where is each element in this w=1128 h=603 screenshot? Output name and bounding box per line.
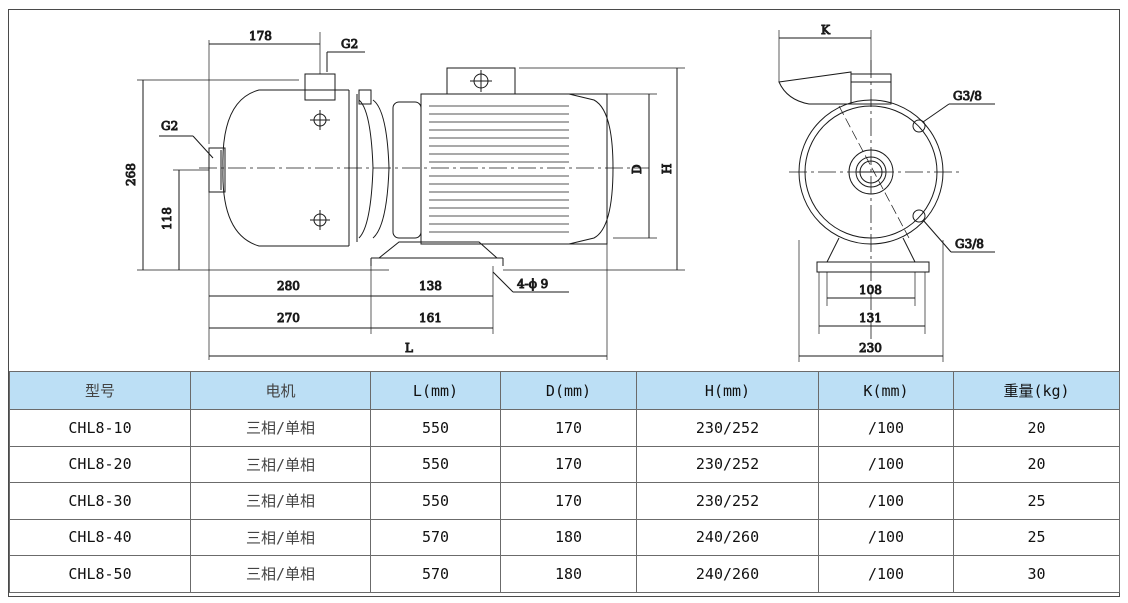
cell-motor: 三相/单相 <box>190 445 371 483</box>
side-view: 178 G2 G2 268 118 <box>124 29 685 360</box>
cell-H: 240/260 <box>636 555 819 593</box>
label-g2-inlet: G2 <box>161 119 178 133</box>
label-g38-top: G3/8 <box>953 89 982 103</box>
cell-weight: 20 <box>953 409 1120 447</box>
front-view: K G3/8 G3/8 108 131 230 <box>778 23 995 362</box>
cell-motor: 三相/单相 <box>190 555 371 593</box>
table-row: CHL8-30 三相/单相 550 170 230/252 /100 25 <box>9 482 1120 520</box>
cell-weight: 25 <box>953 482 1120 520</box>
cell-motor: 三相/单相 <box>190 409 371 447</box>
cell-L: 570 <box>370 518 501 556</box>
dim-178: 178 <box>249 29 272 43</box>
cell-K: /100 <box>818 445 954 483</box>
dim-138: 138 <box>419 279 442 293</box>
cell-H: 230/252 <box>636 409 819 447</box>
dim-118: 118 <box>160 207 174 230</box>
cell-D: 170 <box>500 445 637 483</box>
header-H: H(mm) <box>636 371 819 410</box>
cell-K: /100 <box>818 409 954 447</box>
cell-L: 570 <box>370 555 501 593</box>
cell-weight: 25 <box>953 518 1120 556</box>
header-K: K(mm) <box>818 371 954 410</box>
outlet-port <box>304 73 336 101</box>
cell-weight: 30 <box>953 555 1120 593</box>
table-row: CHL8-10 三相/单相 550 170 230/252 /100 20 <box>9 409 1120 447</box>
cell-motor: 三相/单相 <box>190 518 371 556</box>
header-L: L(mm) <box>370 371 501 410</box>
header-weight: 重量(kg) <box>953 371 1120 410</box>
cell-model: CHL8-40 <box>9 518 191 556</box>
pump-dimension-drawing: 178 G2 G2 268 118 <box>9 10 1119 371</box>
table-row: CHL8-20 三相/单相 550 170 230/252 /100 20 <box>9 445 1120 483</box>
header-model: 型号 <box>9 371 191 410</box>
cell-K: /100 <box>818 482 954 520</box>
label-g2-outlet: G2 <box>341 37 358 51</box>
label-mounting-holes: 4-ϕ 9 <box>517 277 548 291</box>
motor-housing <box>420 93 608 245</box>
terminal-box <box>446 67 516 95</box>
cell-L: 550 <box>370 409 501 447</box>
cell-D: 180 <box>500 555 637 593</box>
dim-230: 230 <box>859 341 882 355</box>
header-motor: 电机 <box>190 371 371 410</box>
dim-108: 108 <box>859 283 882 297</box>
cell-model: CHL8-10 <box>9 409 191 447</box>
dim-K: K <box>821 23 831 37</box>
dim-280: 280 <box>277 279 300 293</box>
cell-H: 230/252 <box>636 445 819 483</box>
table-row: CHL8-50 三相/单相 570 180 240/260 /100 30 <box>9 555 1120 593</box>
cell-H: 240/260 <box>636 518 819 556</box>
cell-L: 550 <box>370 445 501 483</box>
table-header-row: 型号 电机 L(mm) D(mm) H(mm) K(mm) 重量(kg) <box>9 371 1120 410</box>
spec-table: 型号 电机 L(mm) D(mm) H(mm) K(mm) 重量(kg) CHL… <box>9 371 1120 593</box>
cell-D: 170 <box>500 482 637 520</box>
dim-268: 268 <box>124 163 138 186</box>
cell-motor: 三相/单相 <box>190 482 371 520</box>
cell-model: CHL8-20 <box>9 445 191 483</box>
cell-K: /100 <box>818 518 954 556</box>
dim-D: D <box>630 164 644 174</box>
spec-sheet: 178 G2 G2 268 118 <box>8 9 1120 597</box>
cell-model: CHL8-50 <box>9 555 191 593</box>
cell-weight: 20 <box>953 445 1120 483</box>
label-g38-bottom: G3/8 <box>955 237 984 251</box>
dim-161: 161 <box>419 311 442 325</box>
cell-D: 180 <box>500 518 637 556</box>
cell-L: 550 <box>370 482 501 520</box>
dim-H: H <box>660 164 674 174</box>
dim-270: 270 <box>277 311 300 325</box>
cell-model: CHL8-30 <box>9 482 191 520</box>
dim-L: L <box>405 341 413 355</box>
cell-D: 170 <box>500 409 637 447</box>
cell-H: 230/252 <box>636 482 819 520</box>
header-D: D(mm) <box>500 371 637 410</box>
table-row: CHL8-40 三相/单相 570 180 240/260 /100 25 <box>9 518 1120 556</box>
cell-K: /100 <box>818 555 954 593</box>
dim-131: 131 <box>859 311 882 325</box>
